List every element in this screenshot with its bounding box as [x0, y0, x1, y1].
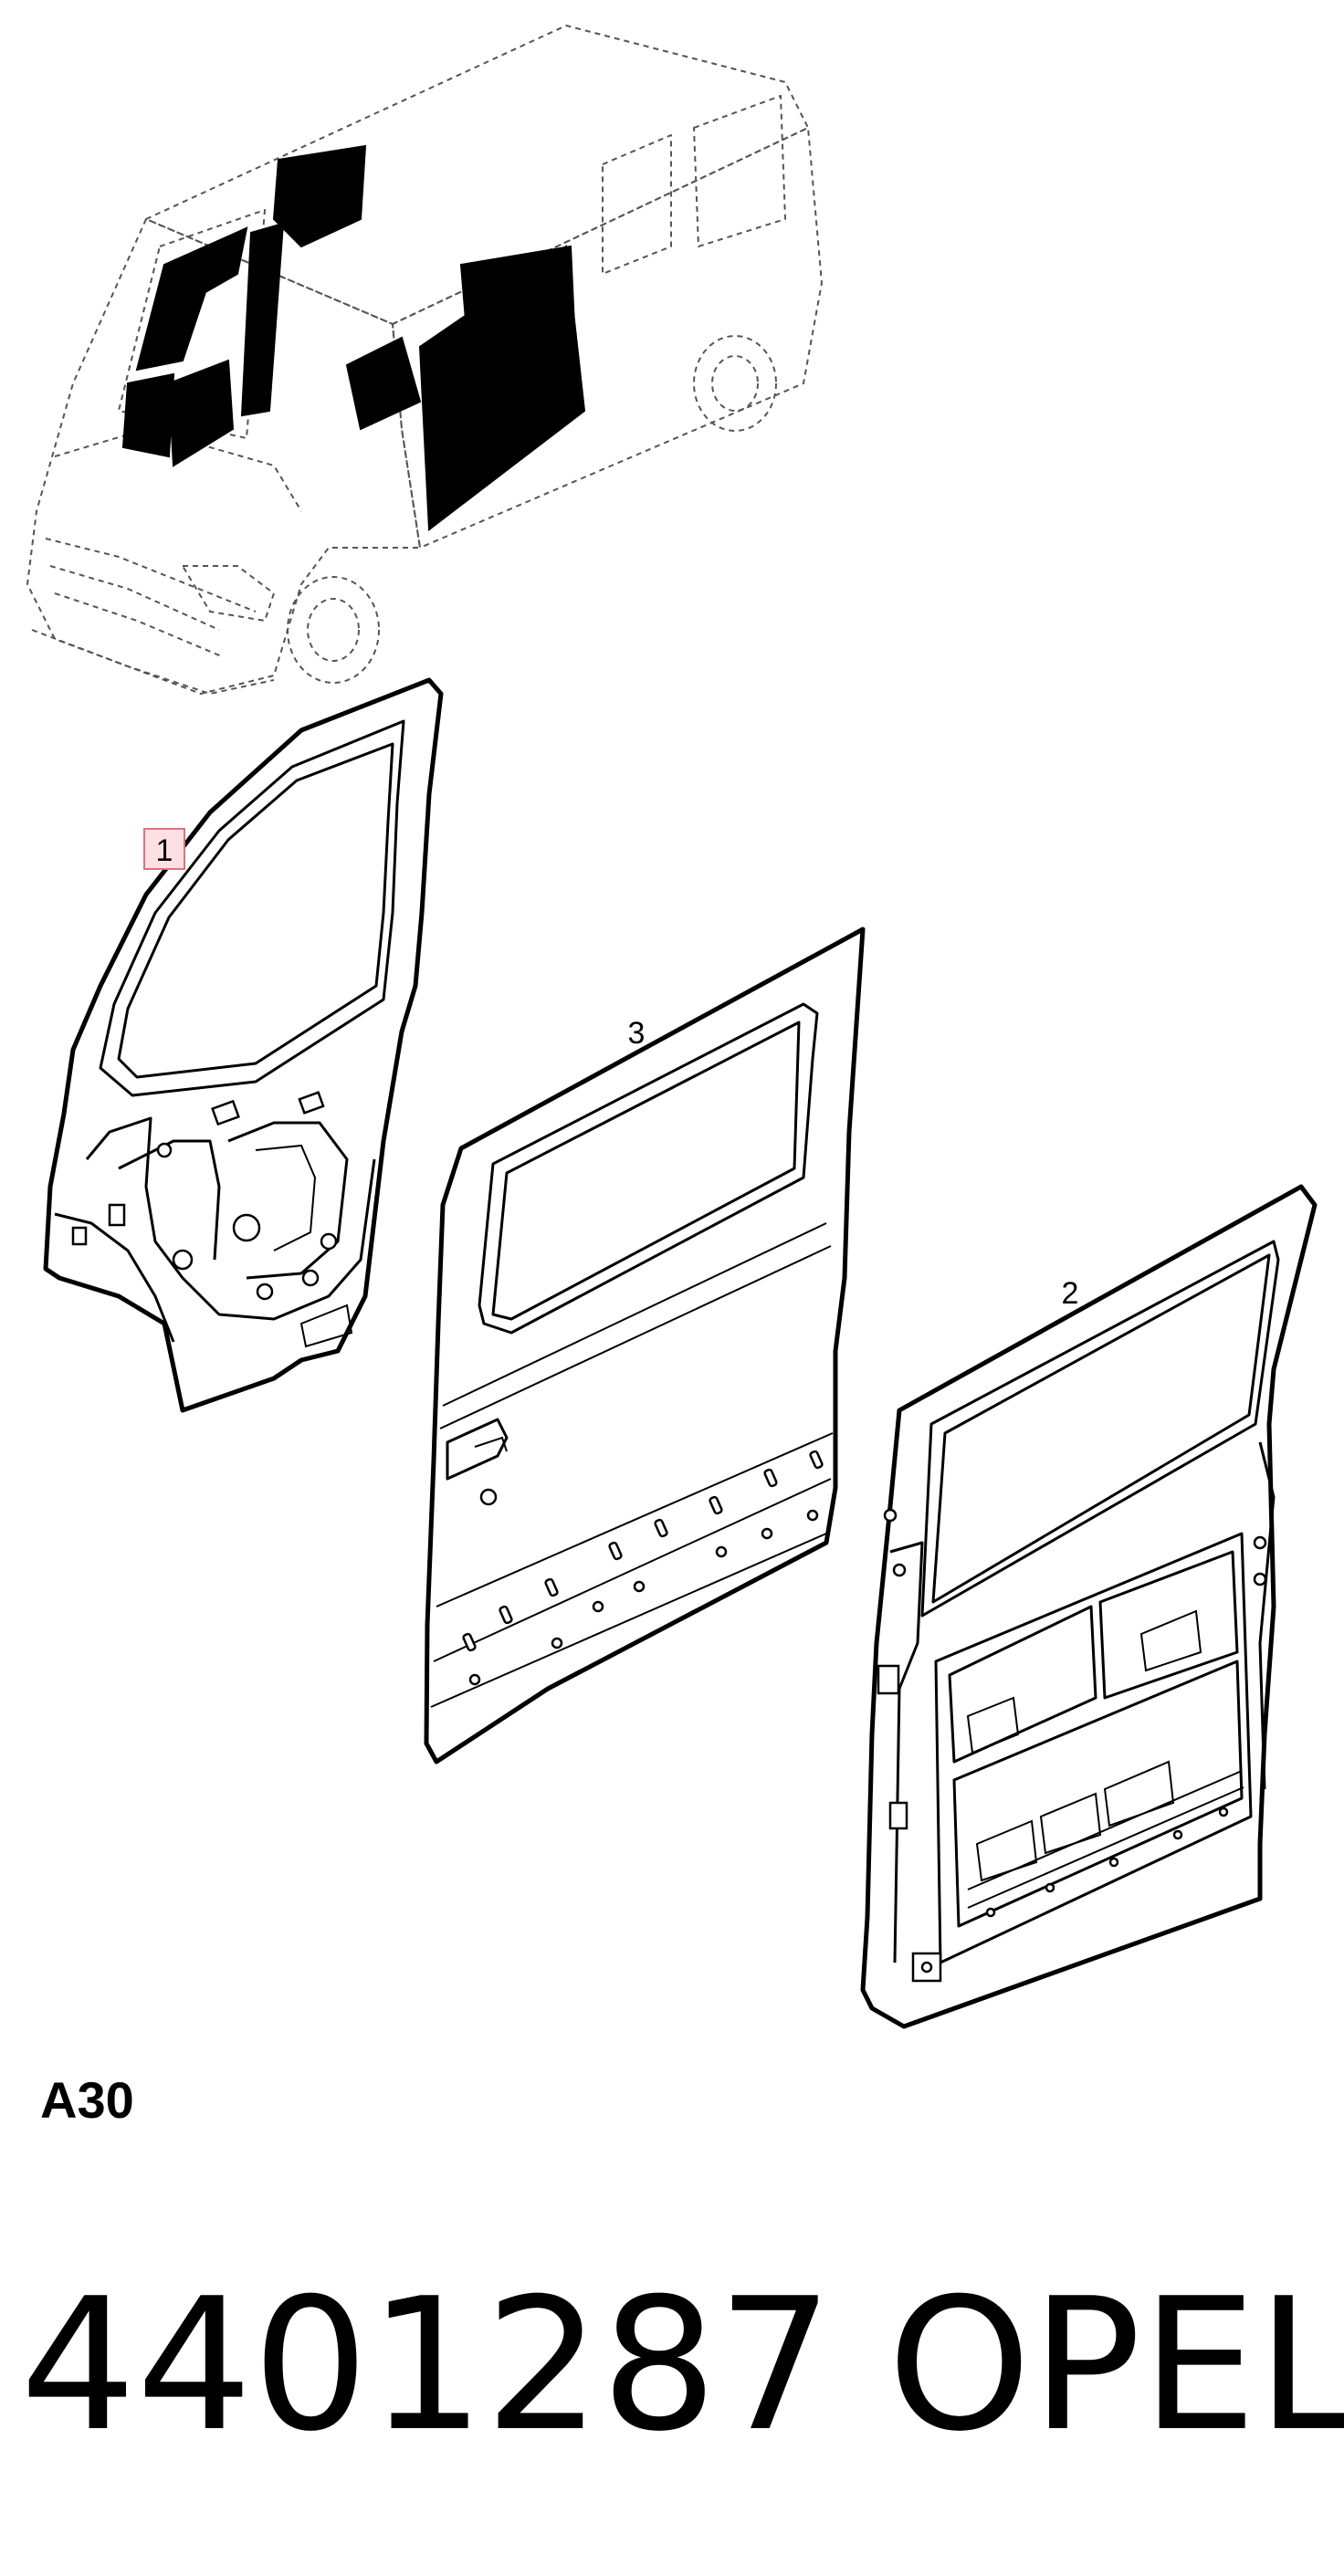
van-sliding-door-highlight	[240, 144, 586, 531]
callout-1: 1	[143, 828, 185, 870]
callout-3: 3	[628, 1016, 646, 1051]
callout-2: 2	[1062, 1276, 1079, 1311]
part-number: 4401287	[20, 2259, 834, 2472]
sliding-door-panel-part-3	[424, 927, 866, 1764]
van-front-door-highlight	[121, 226, 248, 467]
brand-name: OPEL	[887, 2259, 1344, 2472]
callout-1-highlight-box	[143, 828, 185, 870]
front-door-part-1	[43, 677, 444, 1413]
callout-2-label: 2	[1062, 1276, 1079, 1311]
sliding-door-frame-part-2	[860, 1184, 1318, 2029]
section-code: A30	[40, 2071, 134, 2129]
callout-1-label: 1	[156, 833, 173, 868]
van-overview-illustration	[26, 25, 823, 695]
callout-3-label: 3	[628, 1016, 646, 1051]
